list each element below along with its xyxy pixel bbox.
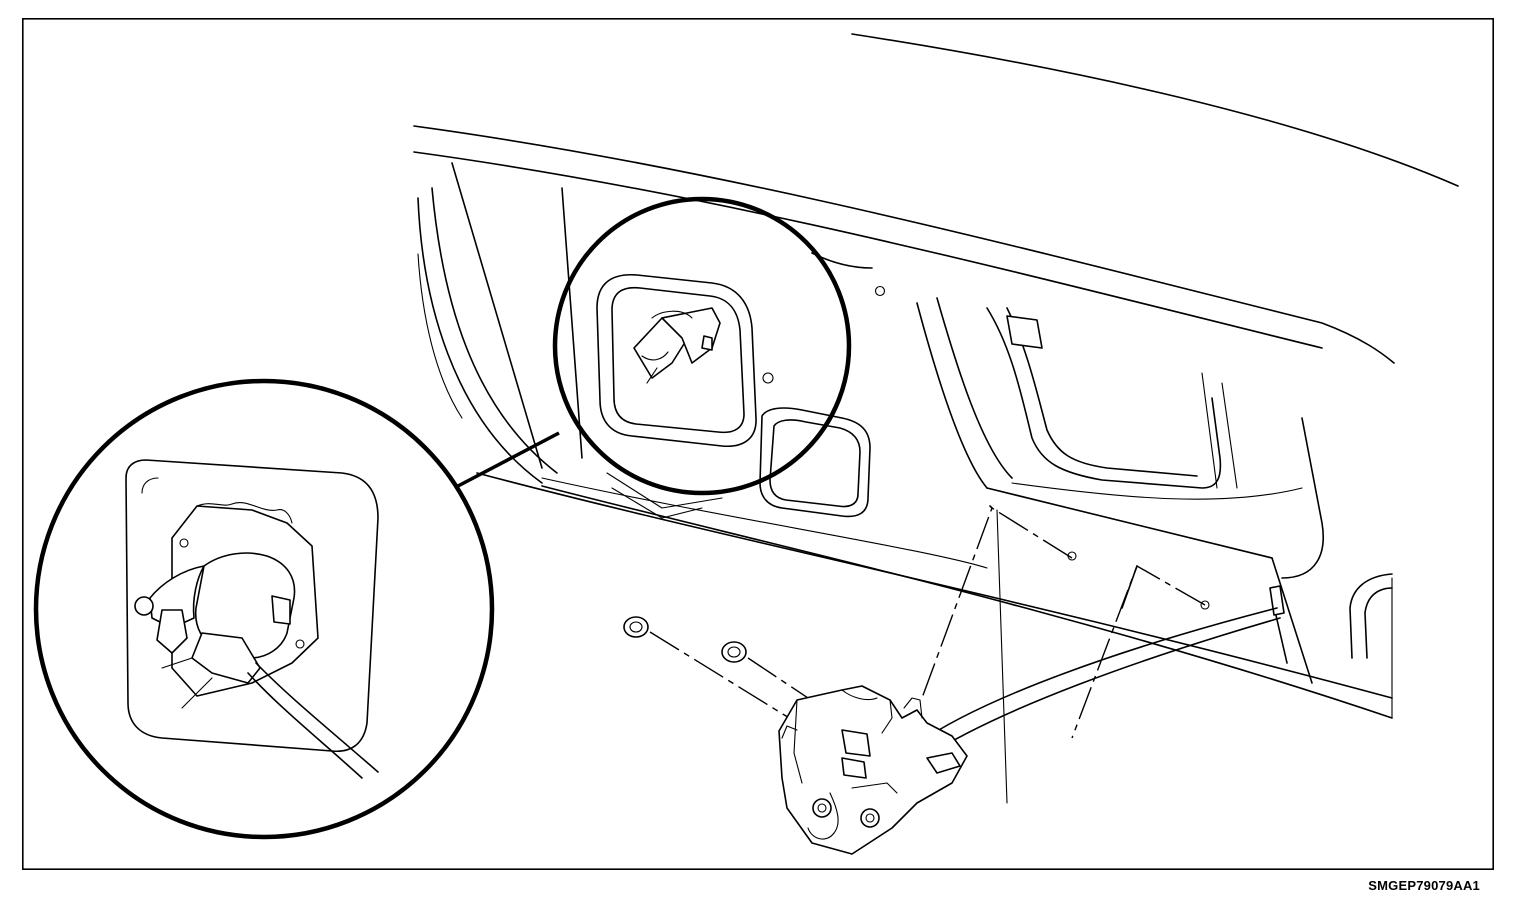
bolt-left-icon bbox=[623, 616, 649, 638]
trunk-lid-latch-diagram bbox=[22, 18, 1494, 870]
bolt-right-icon bbox=[721, 641, 747, 663]
callout-leader-line bbox=[457, 431, 560, 488]
latch-bolts bbox=[623, 505, 1206, 779]
detail-callout-large-circle bbox=[33, 378, 495, 840]
frame-border bbox=[22, 18, 1494, 870]
trunk-lid-latch bbox=[778, 685, 968, 855]
illustration-frame bbox=[22, 18, 1494, 870]
trunk-lid bbox=[413, 33, 1459, 719]
release-cable bbox=[916, 607, 1278, 745]
detail-callout-small-circle bbox=[552, 196, 852, 496]
figure-code: SMGEP79079AA1 bbox=[1368, 878, 1480, 893]
